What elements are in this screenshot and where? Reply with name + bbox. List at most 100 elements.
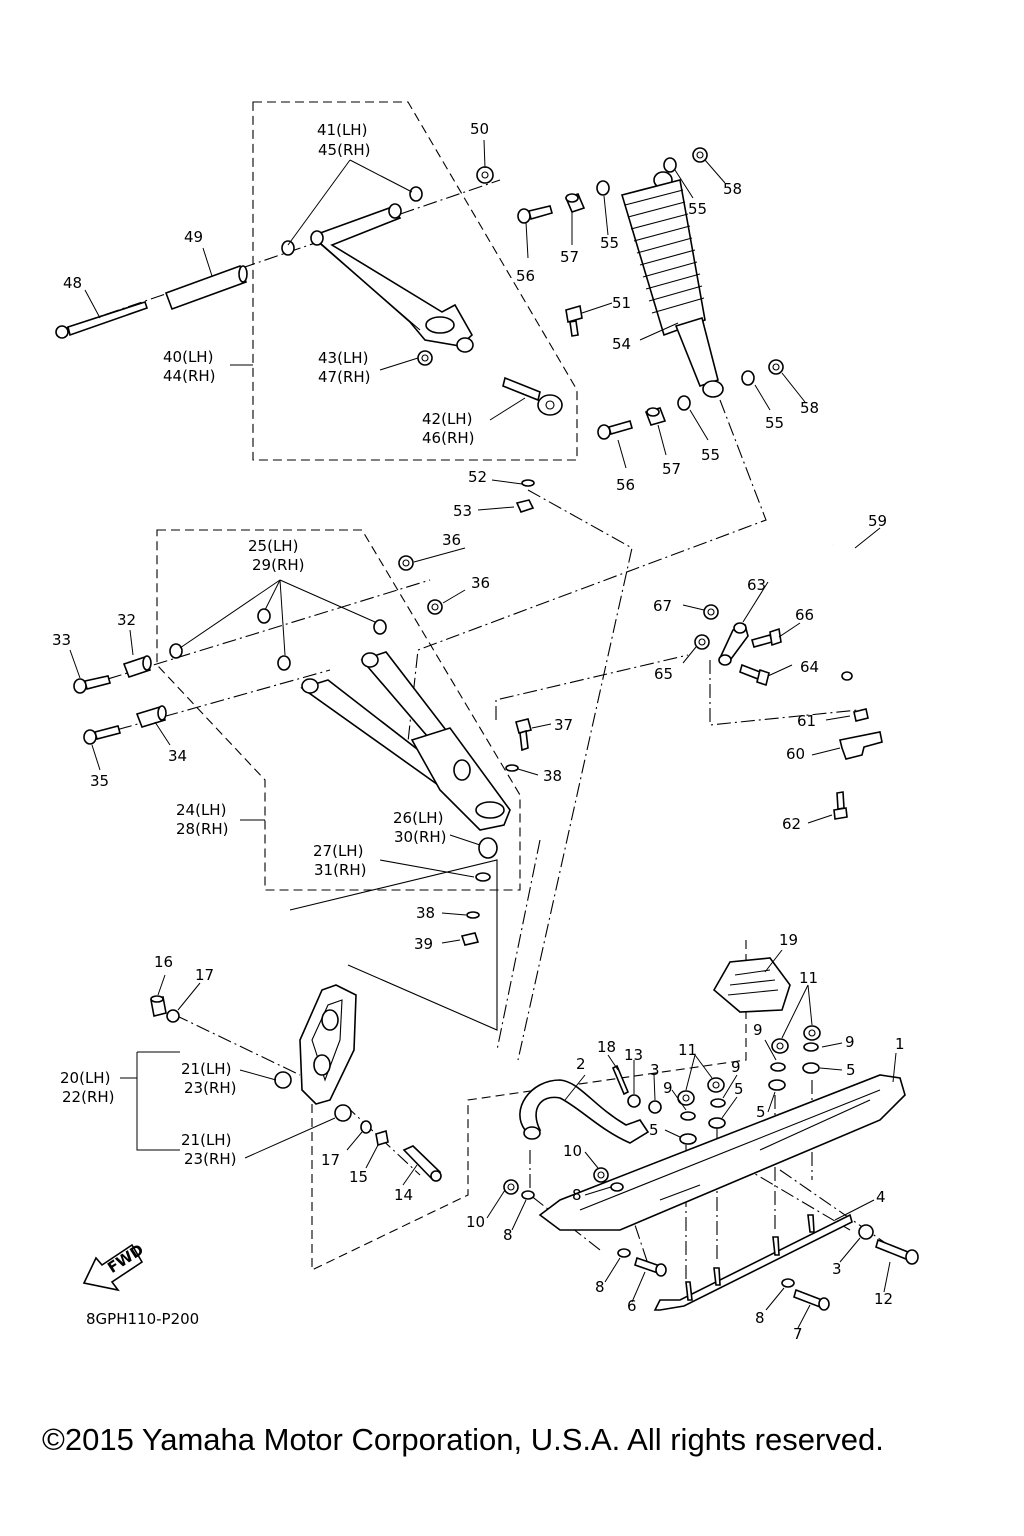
callout: 5	[846, 1061, 856, 1079]
nut-65	[694, 634, 710, 650]
callout: 5	[649, 1121, 659, 1139]
ball-joint-42	[502, 376, 563, 416]
callout: 59	[868, 512, 887, 530]
callout: 60	[786, 745, 805, 763]
upper-arm-group	[55, 166, 583, 513]
washer-38-upper	[505, 764, 519, 772]
callout: 50	[470, 120, 489, 138]
callout: 63	[747, 576, 766, 594]
callout: 41(LH)	[317, 121, 367, 139]
callout: 5	[756, 1103, 766, 1121]
callout: 17	[321, 1151, 340, 1169]
bushing-25-d	[373, 619, 387, 635]
callout: 21(LH)	[181, 1060, 231, 1078]
callout: 55	[765, 414, 784, 432]
ski-1	[538, 1074, 906, 1231]
callout: 53	[453, 502, 472, 520]
washer-9-d	[803, 1042, 819, 1052]
plate-5-d	[802, 1062, 820, 1074]
bolt-56-lower	[597, 420, 633, 440]
pin-18	[611, 1064, 630, 1096]
collar-57-upper	[564, 193, 586, 213]
callout: 56	[516, 267, 535, 285]
callout: 36	[471, 574, 490, 592]
callout: 56	[616, 476, 635, 494]
bolt-7	[793, 1288, 830, 1311]
nut-53	[515, 499, 535, 513]
callout: 20(LH)	[60, 1069, 110, 1087]
callout: 29(RH)	[252, 556, 305, 574]
callout: 58	[800, 399, 819, 417]
callout: 10	[563, 1142, 582, 1160]
bushing-41	[281, 240, 295, 256]
callout: 28(RH)	[176, 820, 229, 838]
callout: 9	[845, 1033, 855, 1051]
nut-11-a	[707, 1077, 725, 1093]
washer-9-a	[680, 1111, 696, 1121]
bushing-55-c	[677, 395, 691, 411]
copyright-notice: ©2015 Yamaha Motor Corporation, U.S.A. A…	[42, 1422, 884, 1457]
bushing-45	[409, 186, 423, 202]
collar-32	[122, 655, 152, 679]
callout: 11	[678, 1041, 697, 1059]
collar-15	[375, 1129, 389, 1147]
callout: 49	[184, 228, 203, 246]
callout: 54	[612, 335, 631, 353]
nut-39	[460, 932, 480, 946]
callout: 4	[876, 1188, 886, 1206]
callout: 31(RH)	[314, 861, 367, 879]
nut-10-a	[593, 1167, 609, 1183]
bushing-3-a	[648, 1100, 662, 1114]
ski-handle-2	[519, 1079, 650, 1144]
callout: 8	[503, 1226, 513, 1244]
callout: 44(RH)	[163, 367, 216, 385]
callout: 23(RH)	[184, 1079, 237, 1097]
washer-13	[627, 1094, 641, 1108]
clamp-61	[853, 708, 869, 722]
bolt-51	[565, 304, 583, 337]
bolt-6	[634, 1256, 667, 1277]
callout: 7	[793, 1325, 803, 1343]
bolt-48	[55, 300, 149, 339]
nut-10-b	[503, 1179, 519, 1195]
callout: 6	[627, 1297, 637, 1315]
callout: 9	[731, 1058, 741, 1076]
diagram-code: 8GPH110-P200	[86, 1310, 199, 1328]
collar-49	[164, 264, 248, 311]
washer-9-b	[710, 1098, 726, 1108]
spindle-20	[299, 984, 357, 1105]
bushing-21-lower	[334, 1104, 352, 1122]
washer-38-lower	[466, 911, 480, 919]
nut-58-lower	[768, 359, 784, 375]
callout: 51	[612, 294, 631, 312]
link-63	[718, 622, 749, 666]
callout: 16	[154, 953, 173, 971]
callout: 62	[782, 815, 801, 833]
bolt-37	[515, 718, 532, 752]
washer-8-b	[521, 1190, 535, 1200]
bushing-55-d	[741, 370, 755, 386]
callout: 10	[466, 1213, 485, 1231]
callout: 8	[572, 1186, 582, 1204]
callout: 34	[168, 747, 187, 765]
callout: 30(RH)	[394, 828, 447, 846]
washer-8-a	[610, 1182, 624, 1192]
steering-link-group	[694, 543, 908, 820]
callout: 35	[90, 772, 109, 790]
callout: 9	[663, 1079, 673, 1097]
callout: 13	[624, 1046, 643, 1064]
callout: 21(LH)	[181, 1131, 231, 1149]
callout: 1	[895, 1035, 905, 1053]
bolt-35	[83, 725, 121, 745]
plate-5-c	[768, 1079, 786, 1091]
callout: 12	[874, 1290, 893, 1308]
ball-joint-27	[478, 837, 498, 859]
nut-11-b	[677, 1090, 695, 1106]
callout: 55	[688, 200, 707, 218]
shock-absorber-54	[620, 171, 724, 398]
ski-stopper-19	[712, 957, 791, 1013]
bushing-25-a	[169, 643, 183, 659]
callout: 47(RH)	[318, 368, 371, 386]
wear-bar-4	[653, 1213, 853, 1311]
